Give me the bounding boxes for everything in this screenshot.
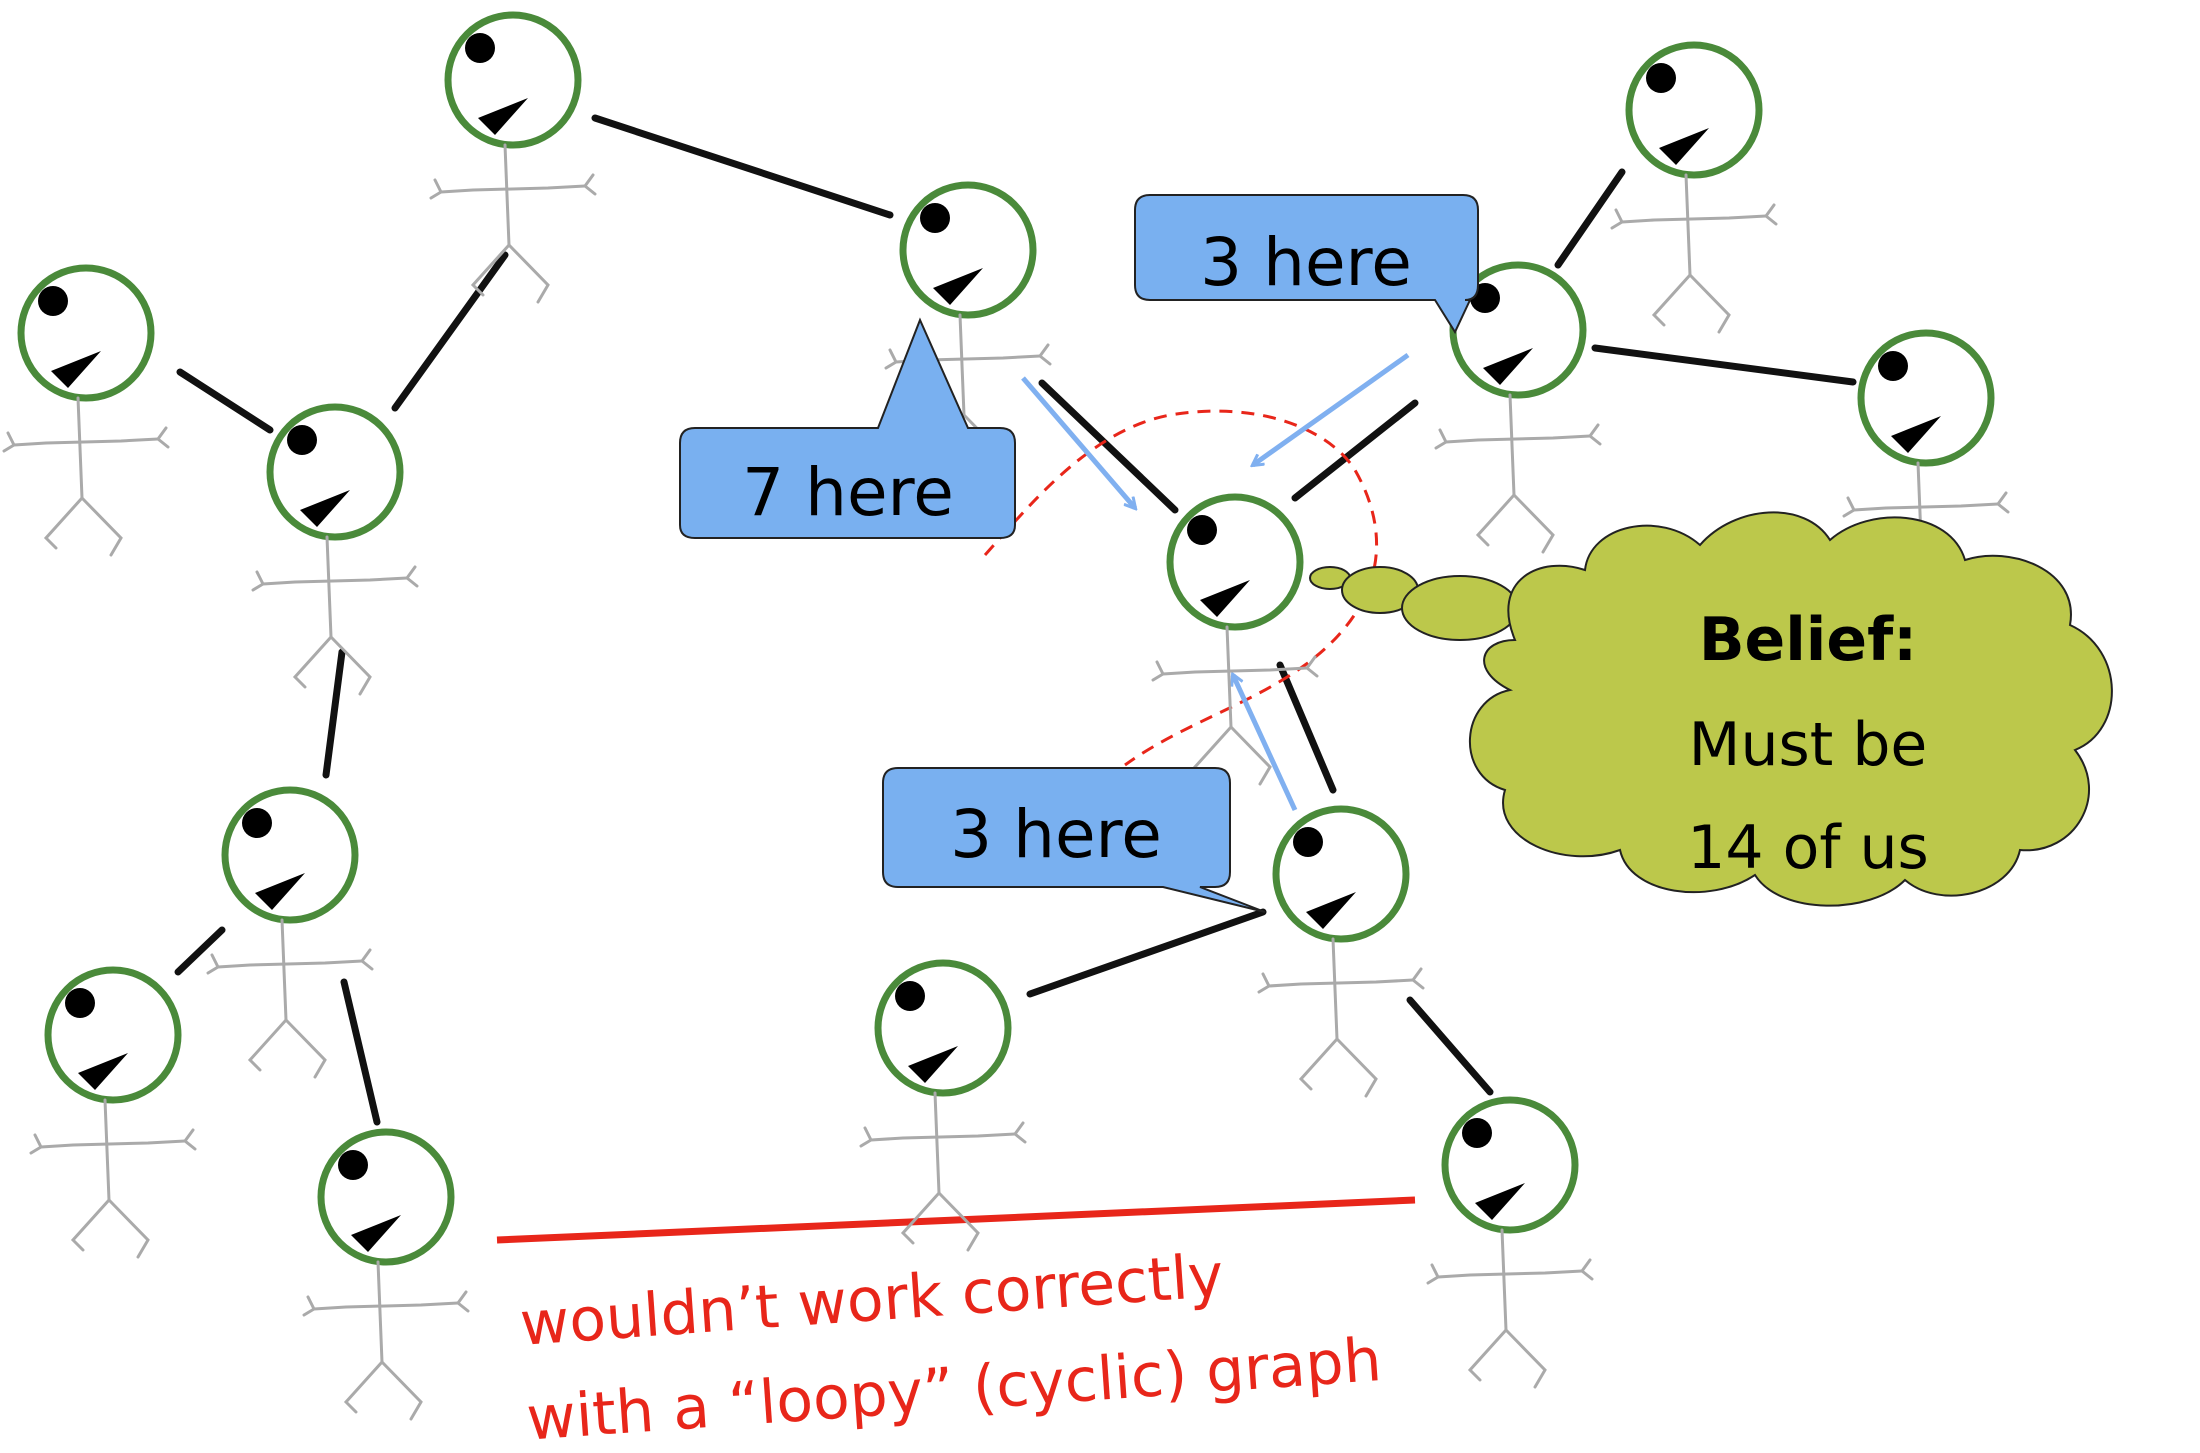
edge bbox=[176, 368, 274, 434]
edge bbox=[322, 648, 346, 779]
person-node bbox=[431, 15, 595, 302]
graph-edges bbox=[174, 114, 1857, 1126]
loop-edge bbox=[496, 1196, 1416, 1244]
callout-bottom: 3 here bbox=[882, 767, 1266, 913]
person-node bbox=[861, 963, 1025, 1250]
edge bbox=[391, 251, 509, 412]
callout-top-right-text: 3 here bbox=[1200, 224, 1412, 301]
person-node bbox=[31, 970, 195, 1257]
message-arrows bbox=[1021, 352, 1410, 812]
belief-boundary bbox=[983, 409, 1379, 767]
belief-title: Belief: bbox=[1699, 605, 1917, 675]
edge bbox=[174, 926, 226, 976]
thought-dot bbox=[1401, 575, 1519, 641]
belief-line-2: 14 of us bbox=[1687, 813, 1929, 883]
person-node bbox=[1612, 45, 1776, 332]
callout-bottom-text: 3 here bbox=[950, 796, 1162, 873]
message-arrow bbox=[1021, 376, 1135, 508]
edge bbox=[1591, 344, 1857, 386]
belief-cloud: Belief: Must be 14 of us bbox=[1469, 511, 2113, 907]
callout-left-text: 7 here bbox=[742, 454, 954, 531]
message-arrow bbox=[1233, 675, 1298, 812]
person-node bbox=[4, 268, 168, 555]
edge bbox=[340, 978, 381, 1126]
person-node bbox=[1259, 809, 1423, 1096]
edge bbox=[1291, 399, 1419, 502]
edge bbox=[1026, 908, 1267, 998]
loop-note: wouldn’t work correctly with a “loopy” (… bbox=[518, 1241, 1384, 1453]
person-node bbox=[208, 790, 372, 1077]
edge bbox=[1554, 168, 1626, 269]
edge bbox=[1276, 661, 1337, 794]
belief-line-1: Must be bbox=[1689, 710, 1928, 780]
edge bbox=[591, 114, 894, 219]
edge bbox=[1038, 379, 1179, 514]
thought-bubbles bbox=[1309, 566, 1519, 641]
person-node bbox=[304, 1132, 468, 1419]
callout-top-right: 3 here bbox=[1134, 194, 1479, 335]
person-node bbox=[1153, 497, 1317, 784]
loop-note-line-1: wouldn’t work correctly bbox=[518, 1241, 1226, 1360]
callout-left: 7 here bbox=[679, 317, 1016, 539]
edge bbox=[1406, 996, 1494, 1096]
person-node bbox=[253, 407, 417, 694]
message-arrow bbox=[1253, 352, 1410, 465]
person-node bbox=[1428, 1100, 1592, 1387]
